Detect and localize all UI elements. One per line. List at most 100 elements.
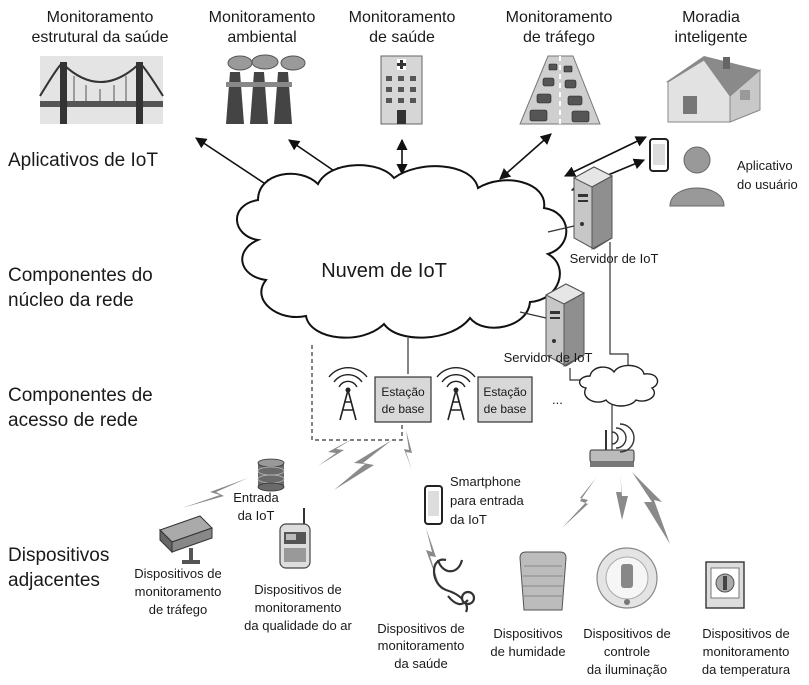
layer-devices-line1: Dispositivos (8, 545, 109, 566)
stethoscope-icon (432, 558, 476, 613)
server1-label: Servidor de IoT (570, 251, 659, 266)
highway-icon (519, 55, 601, 125)
bolt-gateway-traffic (182, 478, 248, 508)
humidity-device-line1: Dispositivos (493, 626, 563, 641)
humidity-device-icon (519, 551, 567, 611)
app-structural-line2: estrutural da saúde (32, 29, 169, 46)
light-switch-icon (596, 547, 658, 609)
layer-access-line2: acesso de rede (8, 410, 138, 431)
bolt-base-gateway (318, 438, 354, 466)
house-icon (666, 56, 761, 123)
database-icon (257, 458, 285, 492)
smartphone-icon (649, 138, 669, 172)
temperature-device-line3: da temperatura (702, 662, 791, 677)
temperature-device-line1: Dispositivos de (702, 626, 789, 641)
health-device-line2: monitoramento (378, 638, 465, 653)
user-app: Aplicativo do usuário (649, 138, 798, 207)
base2-line1: Estação (483, 385, 527, 399)
lighting-device-label: Dispositivos de controle da iluminação (583, 626, 670, 677)
smartphone-label: Smartphone para entrada da IoT (450, 474, 524, 527)
layer-label-access: Componentes de acesso de rede (8, 385, 153, 431)
smartphone-icon (424, 485, 443, 525)
user-app-line2: do usuário (737, 177, 798, 192)
base1-line2: de base (382, 402, 425, 416)
user-app-line1: Aplicativo (737, 158, 793, 173)
temperature-device-label: Dispositivos de monitoramento da tempera… (702, 626, 791, 677)
health-device-line1: Dispositivos de (377, 621, 464, 636)
app-health-line2: de saúde (369, 29, 435, 46)
factory-icon (226, 54, 306, 124)
traffic-device-line2: monitoramento (135, 584, 222, 599)
gateway-line1: Entrada (233, 490, 279, 505)
humidity-device-label: Dispositivos de humidade (490, 626, 565, 659)
arrow-smarthome-cloud (563, 136, 648, 177)
bolt-base-smartphone (404, 430, 412, 470)
cloud-label: Nuvem de IoT (321, 260, 447, 282)
traffic-device-label: Dispositivos de monitoramento de tráfego (134, 566, 221, 617)
bolt-base-air (334, 440, 392, 490)
health-device-line3: da saúde (394, 656, 448, 671)
bolt-smartphone-health (426, 528, 440, 588)
layer-label-devices: Dispositivos adjacentes (8, 545, 109, 591)
user-avatar-icon (669, 146, 725, 207)
gateway-label: Entrada da IoT (233, 490, 279, 523)
base-station-2: Estação de base (477, 376, 533, 423)
bolt-router-humidity (562, 478, 596, 528)
app-label-health: Monitoramento de saúde (349, 9, 456, 46)
health-device-label: Dispositivos de monitoramento da saúde (377, 621, 464, 671)
access-ellipsis: ... (552, 392, 563, 407)
base1-line1: Estação (381, 385, 425, 399)
app-structural-line1: Monitoramento (47, 9, 154, 26)
app-smarthome-line2: inteligente (675, 29, 748, 46)
server1-link (609, 242, 629, 372)
arrow-structural-cloud (195, 137, 274, 190)
layer-label-apps: Aplicativos de IoT (8, 150, 158, 171)
iot-server-1 (547, 166, 614, 250)
app-label-traffic: Monitoramento de tráfego (506, 9, 613, 46)
iot-cloud: Nuvem de IoT (236, 164, 568, 339)
app-traffic-line1: Monitoramento (506, 9, 613, 26)
air-quality-monitor-icon (279, 508, 311, 569)
layer-core-line1: Componentes do (8, 265, 153, 286)
lighting-device-line2: controle (604, 644, 650, 659)
app-traffic-line2: de tráfego (523, 29, 595, 46)
hospital-icon (380, 55, 423, 125)
app-label-structural: Monitoramento estrutural da saúde (32, 9, 169, 46)
base-station-1: Estação de base (374, 376, 432, 423)
app-smarthome-line1: Moradia (682, 9, 740, 26)
antenna-icon (328, 367, 368, 421)
server2-label: Servidor de IoT (504, 350, 593, 365)
arrow-traffic-cloud (499, 133, 552, 180)
app-health-line1: Monitoramento (349, 9, 456, 26)
smartphone-line3: da IoT (450, 512, 487, 527)
base2-line2: de base (484, 402, 527, 416)
small-cloud (579, 364, 659, 407)
bolt-router-temperature (632, 472, 670, 544)
app-label-smarthome: Moradia inteligente (675, 9, 748, 46)
smartphone-line2: para entrada (450, 493, 524, 508)
layer-core-line2: núcleo da rede (8, 290, 134, 311)
traffic-camera-icon (159, 515, 213, 564)
humidity-device-line2: de humidade (490, 644, 565, 659)
dashed-access-link (311, 345, 403, 441)
layer-label-core: Componentes do núcleo da rede (8, 265, 153, 311)
wireless-links (182, 430, 670, 588)
temperature-device-line2: monitoramento (703, 644, 790, 659)
traffic-device-line1: Dispositivos de (134, 566, 221, 581)
antenna-icon (436, 367, 476, 421)
air-device-line3: da qualidade do ar (244, 618, 352, 633)
layer-devices-line2: adjacentes (8, 570, 100, 591)
lighting-device-line1: Dispositivos de (583, 626, 670, 641)
air-device-label: Dispositivos de monitoramento da qualida… (244, 582, 352, 633)
air-device-line1: Dispositivos de (254, 582, 341, 597)
bridge-icon (39, 56, 164, 124)
wireless-router-icon (589, 423, 635, 467)
app-environmental-line2: ambiental (227, 29, 296, 46)
layer-access-line1: Componentes de (8, 385, 153, 406)
iot-server-2 (519, 283, 586, 367)
air-device-line2: monitoramento (255, 600, 342, 615)
smartphone-line1: Smartphone (450, 474, 521, 489)
bolt-router-lighting (616, 474, 628, 520)
app-environmental-line1: Monitoramento (209, 9, 316, 26)
